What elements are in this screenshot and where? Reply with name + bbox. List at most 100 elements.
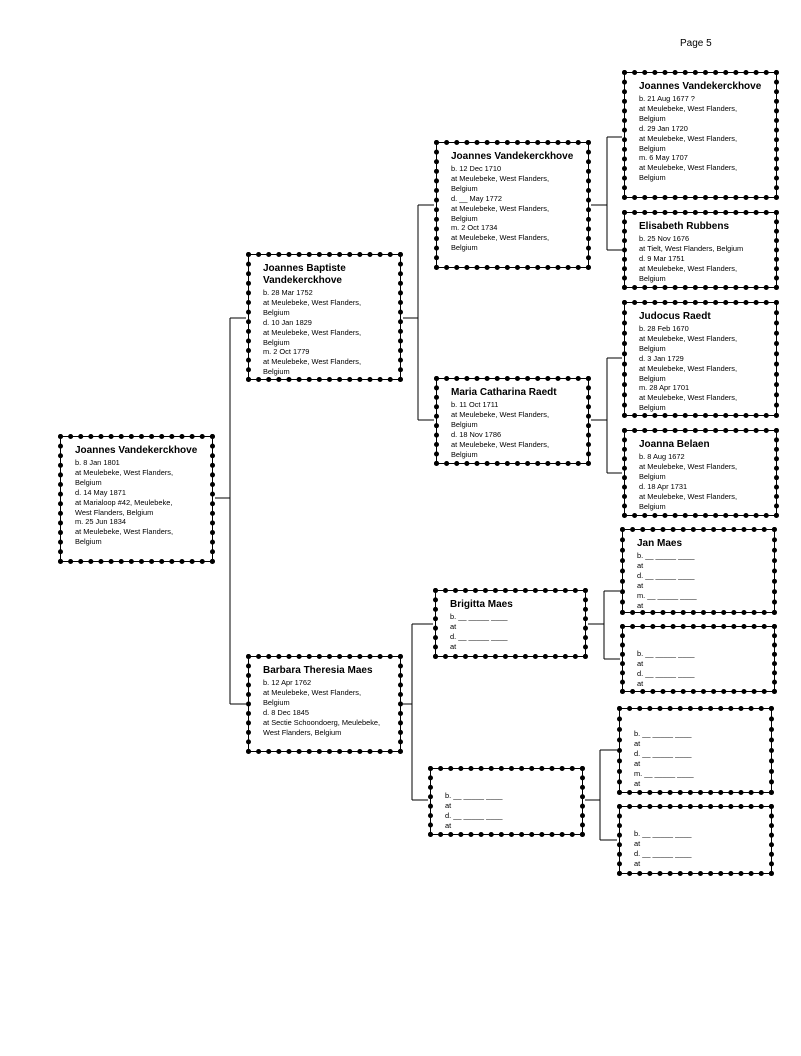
person-details: b. 21 Aug 1677 ? at Meulebeke, West Fland… <box>639 94 764 183</box>
detail-line: d. __ _____ ____ <box>637 570 695 580</box>
detail-line: at Meulebeke, West Flanders, <box>451 173 550 183</box>
detail-line: at <box>634 778 641 788</box>
detail-line: at <box>637 658 644 668</box>
detail-line: at Marialoop #42, Meulebeke, <box>75 497 173 507</box>
detail-line: d. 8 Dec 1845 <box>263 707 310 717</box>
detail-line: at <box>634 858 641 868</box>
detail-line: Belgium <box>451 183 478 193</box>
detail-line: at Meulebeke, West Flanders, <box>639 491 738 501</box>
detail-line: m. 2 Oct 1734 <box>451 223 498 233</box>
detail-line: at Meulebeke, West Flanders, <box>451 409 550 419</box>
detail-line: Belgium <box>639 173 666 183</box>
detail-line: Belgium <box>451 449 478 459</box>
detail-line: Belgium <box>263 697 290 707</box>
detail-line: b. __ _____ ____ <box>637 551 695 560</box>
person-name: Joannes Vandekerckhove <box>639 81 762 92</box>
detail-line: Belgium <box>639 501 666 511</box>
person-name: Barbara Theresia Maes <box>263 665 373 676</box>
detail-line: m. 28 Apr 1701 <box>639 383 690 393</box>
detail-line: d. 14 May 1871 <box>75 487 126 497</box>
detail-line: Belgium <box>75 537 102 547</box>
detail-line: Belgium <box>639 273 666 283</box>
detail-line: Belgium <box>75 477 102 487</box>
detail-line: at Meulebeke, West Flanders, <box>639 133 738 143</box>
detail-line: d. __ _____ ____ <box>634 848 692 858</box>
detail-line: at Meulebeke, West Flanders, <box>639 461 738 471</box>
detail-line: b. __ _____ ____ <box>634 829 692 838</box>
detail-line: b. 8 Jan 1801 <box>75 458 120 467</box>
detail-line: d. 10 Jan 1829 <box>263 317 312 327</box>
detail-line: d. 9 Mar 1751 <box>639 253 685 263</box>
detail-line: d. __ _____ ____ <box>450 631 508 641</box>
detail-line: d. 3 Jan 1729 <box>639 353 684 363</box>
detail-line: b. __ _____ ____ <box>637 649 695 658</box>
detail-line: d. __ _____ ____ <box>634 748 692 758</box>
detail-line: at Tielt, West Flanders, Belgium <box>639 243 744 253</box>
detail-line: at <box>637 600 644 610</box>
detail-line: d. 18 Nov 1786 <box>451 429 502 439</box>
detail-line: b. 11 Oct 1711 <box>451 400 499 409</box>
person-name: Brigitta Maes <box>450 599 513 610</box>
detail-line: m. 2 Oct 1779 <box>263 347 310 357</box>
detail-line: at <box>634 738 641 748</box>
detail-line: d. 29 Jan 1720 <box>639 123 688 133</box>
person-name: Joannes Vandekerckhove <box>75 445 198 456</box>
detail-line: Belgium <box>263 367 290 377</box>
detail-line: at <box>445 820 452 830</box>
detail-line: at Meulebeke, West Flanders, <box>451 233 550 243</box>
detail-line: Belgium <box>639 143 666 153</box>
detail-line: Belgium <box>451 419 478 429</box>
detail-line: b. 25 Nov 1676 <box>639 234 690 243</box>
detail-line: b. __ _____ ____ <box>634 729 692 738</box>
detail-line: b. __ _____ ____ <box>445 791 503 800</box>
detail-line: at Meulebeke, West Flanders, <box>639 163 738 173</box>
person-name: Maria Catharina Raedt <box>451 387 557 398</box>
detail-line: at <box>637 560 644 570</box>
detail-line: b. 12 Apr 1762 <box>263 678 312 687</box>
detail-line: at <box>445 800 452 810</box>
detail-line: at Meulebeke, West Flanders, <box>263 687 362 697</box>
detail-line: m. __ _____ ____ <box>634 768 694 778</box>
detail-line: Belgium <box>639 343 666 353</box>
detail-line: West Flanders, Belgium <box>75 507 154 517</box>
person-name: Elisabeth Rubbens <box>639 221 730 232</box>
person-box-father[interactable]: Joannes Baptiste Vandekerckhove b. 28 Ma… <box>246 252 403 382</box>
detail-line: at Meulebeke, West Flanders, <box>263 357 362 367</box>
detail-line: Belgium <box>639 113 666 123</box>
detail-line: at <box>450 621 457 631</box>
detail-line: Belgium <box>263 337 290 347</box>
detail-line: m. 25 Jun 1834 <box>75 517 126 527</box>
detail-line: at Meulebeke, West Flanders, <box>639 263 738 273</box>
detail-line: at <box>637 580 644 590</box>
detail-line: at Meulebeke, West Flanders, <box>75 467 174 477</box>
detail-line: d. 18 Apr 1731 <box>639 481 688 491</box>
detail-line: at Sectie Schoondoerg, Meulebeke, <box>263 717 381 727</box>
person-box-ancestor-8[interactable]: Joannes Vandekerckhove b. 21 Aug 1677 ? a… <box>622 70 779 200</box>
detail-line: Belgium <box>639 403 666 413</box>
detail-line: b. 21 Aug 1677 ? <box>639 94 695 103</box>
person-name: Judocus Raedt <box>639 311 711 322</box>
